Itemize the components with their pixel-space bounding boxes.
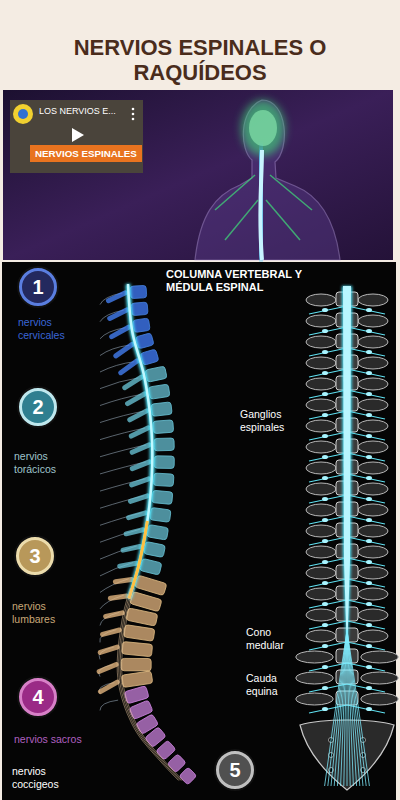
video-thumbnail: LOS NERVIOS E... NERVIOS ESPINALES <box>10 100 143 173</box>
callout-number: 3 <box>29 545 40 567</box>
side-spine <box>99 284 197 788</box>
callout-circle: 4 <box>19 678 57 716</box>
part-label: Cono medular <box>246 626 300 652</box>
region-label: nervios sacros <box>14 733 90 746</box>
callout-circle: 3 <box>16 537 54 575</box>
photo-panel <box>3 90 393 260</box>
video-title: LOS NERVIOS E... <box>39 106 116 116</box>
region-label: nervios lumbares <box>12 600 88 626</box>
part-label: Ganglios espinales <box>240 408 300 434</box>
region-label: nervios coccigeos <box>12 765 92 791</box>
callout-circle: 2 <box>19 388 57 426</box>
front-spine <box>296 286 399 790</box>
region-label: nervios torácicos <box>14 450 90 476</box>
callout-number: 1 <box>32 276 43 298</box>
callout-number: 5 <box>229 759 240 781</box>
diagram-heading: COLUMNA VERTEBRAL Y MÉDULA ESPINAL <box>166 268 316 294</box>
callout-number: 4 <box>32 686 43 708</box>
callout-circle: 1 <box>19 268 57 306</box>
human-figure <box>195 100 340 260</box>
callout-number: 2 <box>32 396 43 418</box>
callout-circle: 5 <box>216 751 254 789</box>
dark-panel <box>2 262 396 800</box>
video-banner: NERVIOS ESPINALES <box>30 145 142 162</box>
region-label: nervios cervicales <box>18 316 90 342</box>
title: NERVIOS ESPINALES O RAQUÍDEOS <box>30 35 370 85</box>
part-label: Cauda equina <box>246 672 300 698</box>
video-thumbnail <box>10 100 143 173</box>
banner-text: NERVIOS ESPINALES <box>35 147 137 160</box>
